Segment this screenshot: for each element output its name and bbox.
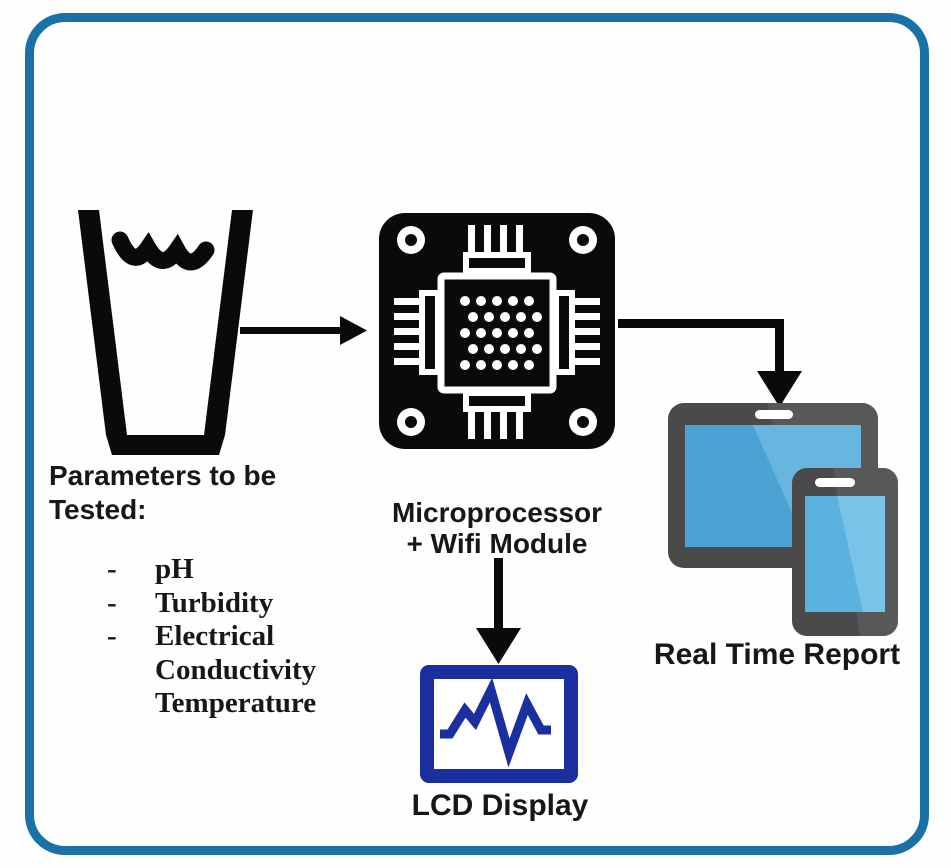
param-label: Temperature — [155, 687, 317, 719]
cup-bottom — [106, 435, 225, 455]
microprocessor-label: Microprocessor + Wifi Module — [352, 497, 642, 560]
chip-top-pins — [468, 225, 523, 255]
chip-top-tab — [463, 252, 531, 274]
waveform-line-icon — [440, 677, 551, 768]
lcd-display-label: LCD Display — [411, 789, 589, 822]
microprocessor-label-line1: Microprocessor — [391, 497, 603, 528]
cup-right-wall — [204, 210, 253, 435]
list-dash: - — [107, 553, 117, 585]
list-dash: - — [107, 586, 117, 619]
microprocessor-chip-icon — [379, 213, 615, 449]
lcd-display-icon — [420, 665, 578, 783]
param-label: Electrical — [155, 620, 275, 652]
cup-left-wall — [78, 210, 127, 435]
tablet-speaker — [755, 410, 793, 419]
arrow-down-icon — [476, 558, 521, 664]
parameters-title-line2: Tested: — [49, 493, 147, 525]
param-item-ph: - pH — [95, 553, 375, 587]
chip-dot-grid — [460, 296, 542, 370]
tablet-and-phone-icon — [668, 403, 898, 636]
chip-corner-holes — [397, 226, 597, 436]
diagram-border-frame — [25, 13, 929, 855]
water-sample-cup-icon — [78, 210, 253, 455]
param-item-electrical: - Electrical — [95, 620, 375, 654]
arrow-elbow-down-icon — [618, 319, 802, 407]
microprocessor-label-line2: + Wifi Module — [406, 528, 588, 560]
chip-right-pins — [572, 298, 600, 365]
parameters-list: - pH - Turbidity - Electrical Conductivi… — [95, 553, 375, 721]
param-label: Conductivity — [155, 653, 317, 686]
water-wave-icon — [111, 231, 215, 271]
list-dash: - — [107, 620, 117, 652]
chip-left-pins — [394, 298, 422, 365]
real-time-report-label: Real Time Report — [653, 638, 901, 671]
param-label: pH — [155, 553, 194, 585]
param-item-turbidity: - Turbidity — [95, 587, 375, 621]
param-label: Turbidity — [155, 586, 274, 619]
param-item-conductivity: Conductivity — [95, 654, 375, 688]
arrow-right-icon — [240, 316, 367, 345]
parameters-title-line1: Parameters to be — [49, 460, 277, 491]
chip-bottom-pins — [468, 409, 523, 439]
param-item-temperature: Temperature — [95, 687, 375, 721]
parameters-title: Parameters to be Tested: — [49, 459, 349, 526]
phone-icon — [792, 468, 898, 636]
phone-speaker — [815, 478, 855, 487]
